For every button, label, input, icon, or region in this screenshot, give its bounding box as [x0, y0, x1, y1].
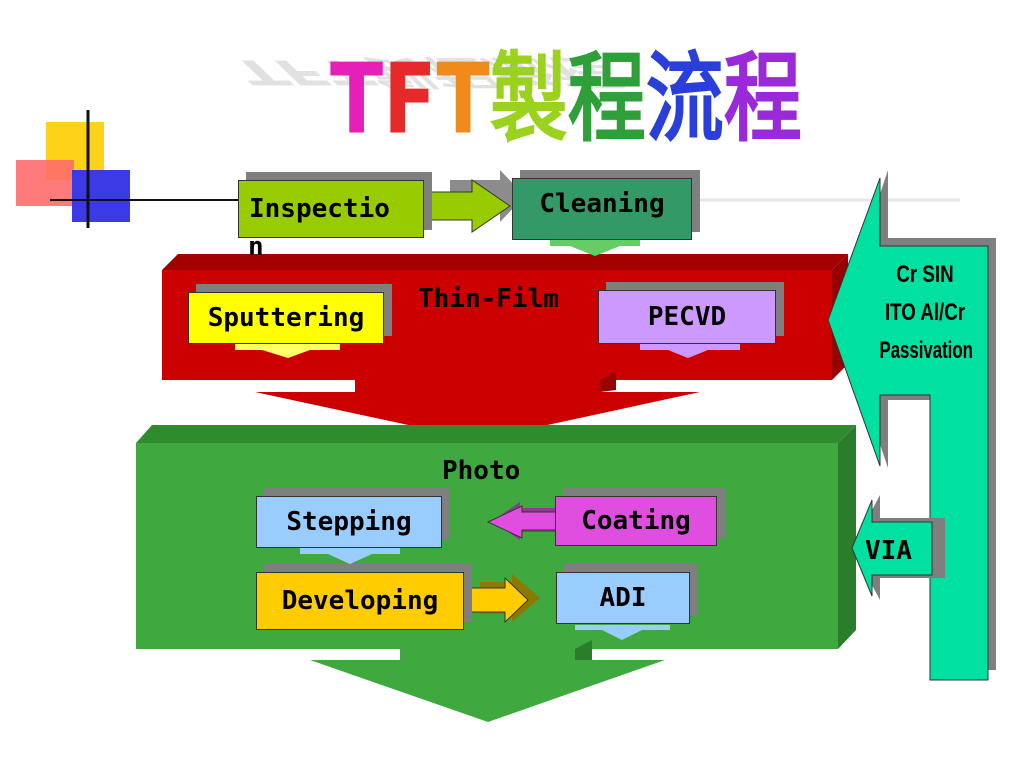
- title-cjk-2: 程: [567, 43, 646, 157]
- photo-band: [136, 425, 856, 722]
- cleaning-label: Cleaning: [539, 189, 665, 219]
- coating-label: Coating: [581, 506, 691, 536]
- adi-label: ADI: [599, 583, 647, 613]
- adi-box: ADI: [556, 572, 690, 624]
- title-latin: TFT: [330, 25, 490, 175]
- cleaning-box: Cleaning: [512, 178, 692, 240]
- via-arrow: [851, 495, 945, 600]
- thin-film-label: Thin-Film: [418, 284, 559, 314]
- title-cjk-1: 製: [489, 43, 568, 157]
- pecvd-box: PECVD: [598, 290, 776, 344]
- developing-box: Developing: [256, 572, 464, 630]
- inspection-label-wrap: n: [248, 232, 264, 262]
- coating-to-stepping-arrow: [486, 502, 560, 540]
- title-cjk-4: 程: [723, 43, 802, 157]
- side-arrow-line-2: ITO Al/Cr: [884, 299, 966, 326]
- side-arrow-line-3: Passivation: [879, 337, 973, 364]
- inspection-label: Inspectio: [249, 194, 390, 224]
- side-arrow-text: Cr SIN ITO Al/Cr Passivation: [860, 256, 990, 370]
- pecvd-down-arrow: [640, 344, 740, 358]
- side-arrow-line-1: Cr SIN: [896, 261, 954, 288]
- photo-label: Photo: [442, 456, 521, 486]
- coating-box: Coating: [555, 496, 717, 546]
- title-letter: F: [383, 43, 437, 157]
- adi-down-arrow: [575, 625, 670, 640]
- stepping-box: Stepping: [256, 496, 442, 548]
- title-cjk-3: 流: [645, 43, 724, 157]
- title-letter: T: [330, 43, 384, 157]
- pecvd-label: PECVD: [647, 302, 727, 332]
- page-title: TFT製程流程: [330, 40, 802, 160]
- developing-to-adi-arrow: [469, 574, 540, 624]
- developing-label: Developing: [281, 586, 439, 616]
- inspection-box: Inspectio: [238, 180, 424, 238]
- inspection-to-cleaning-arrow: [423, 170, 525, 233]
- sputtering-label: Sputtering: [207, 303, 365, 333]
- sputtering-box: Sputtering: [188, 292, 384, 344]
- stepping-down-arrow: [300, 548, 400, 564]
- title-letter: T: [436, 43, 490, 157]
- sputtering-down-arrow: [235, 344, 340, 358]
- via-label: VIA: [865, 536, 912, 566]
- stepping-label: Stepping: [286, 507, 412, 537]
- cleaning-down-arrow: [550, 240, 640, 256]
